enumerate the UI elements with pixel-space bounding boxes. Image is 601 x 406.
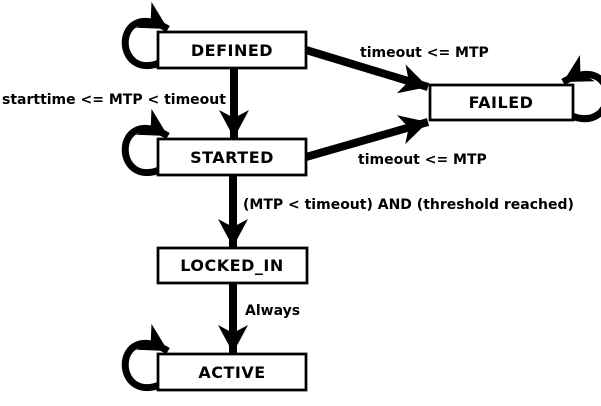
self-loop-defined-arrow (121, 1, 170, 69)
transition-defined-failed-arrow (304, 46, 430, 94)
state-lockedin-label: LOCKED_IN (180, 256, 283, 275)
state-lockedin-box (156, 246, 309, 285)
state-active-label: ACTIVE (198, 363, 265, 382)
self-loop-active-arrow (121, 323, 170, 391)
state-defined-label: DEFINED (191, 41, 273, 60)
state-active-box (156, 352, 308, 392)
transition-lockedin-active-label: Always (245, 303, 300, 319)
state-defined-box (156, 30, 308, 70)
state-started-box (156, 137, 308, 177)
transition-started-lockedin-label: (MTP < timeout) AND (threshold reached) (243, 197, 574, 213)
transition-defined-failed-label: timeout <= MTP (360, 45, 489, 61)
state-failed-label: FAILED (469, 93, 534, 112)
transition-started-failed-label: timeout <= MTP (358, 152, 487, 168)
state-started-label: STARTED (190, 148, 274, 167)
transition-started-failed-arrow (304, 115, 430, 161)
state-failed-box (428, 83, 575, 122)
self-loop-failed-arrow (561, 55, 601, 122)
transition-defined-started-label: starttime <= MTP < timeout (2, 92, 226, 108)
self-loop-started-arrow (121, 108, 170, 176)
